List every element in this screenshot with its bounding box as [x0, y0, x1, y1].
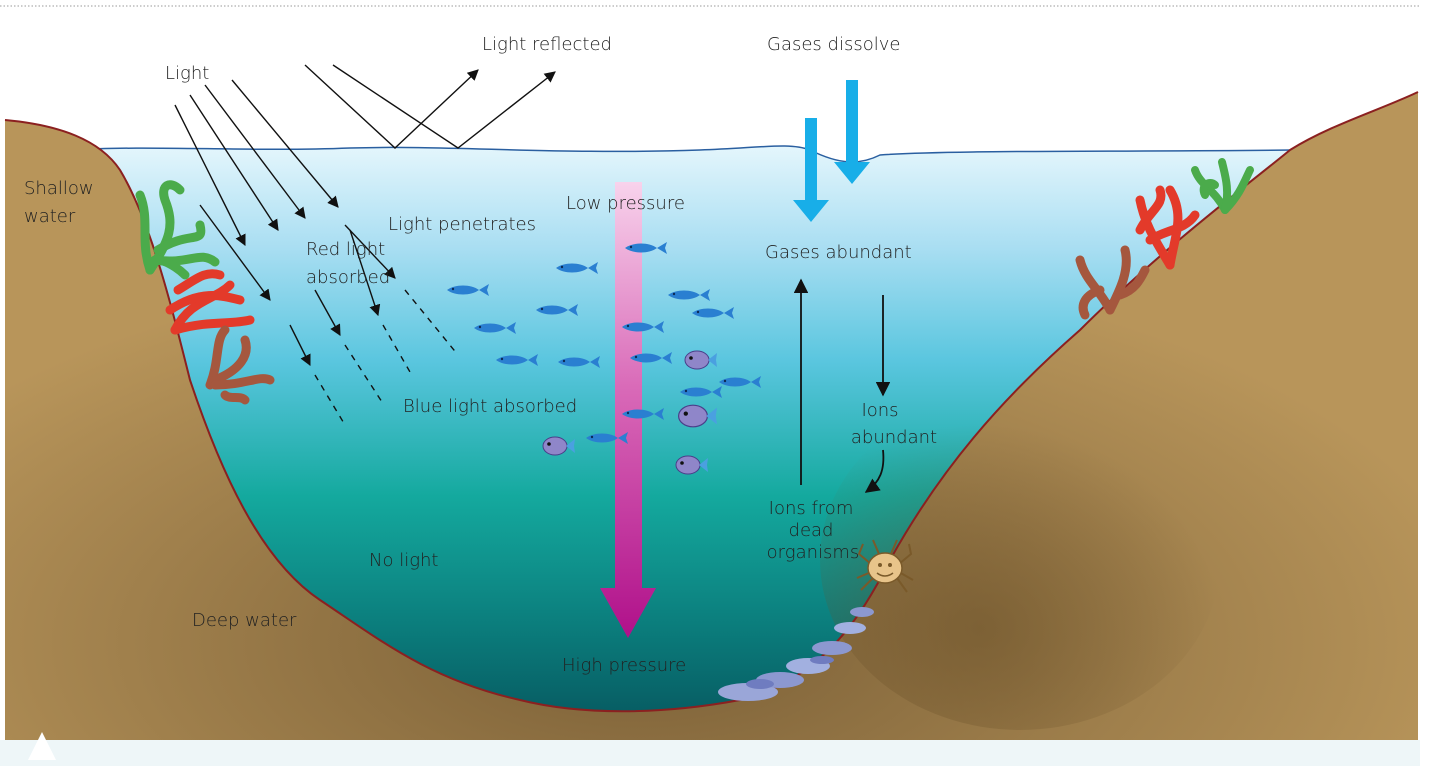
- label-no-light: No light: [369, 550, 438, 571]
- round-fish: [675, 455, 708, 475]
- absorbed-light-dashes: [314, 289, 459, 426]
- pressure-arrow: [600, 182, 656, 638]
- fish: [668, 289, 710, 301]
- label-ions-abundant-line2: abundant: [851, 427, 937, 448]
- fish: [474, 322, 516, 334]
- incoming-light-rays: [174, 79, 396, 367]
- round-fish: [677, 404, 717, 428]
- label-red-light-line1: Red light: [306, 239, 385, 260]
- fish: [496, 354, 538, 366]
- label-ions-dead-line3: organisms: [767, 542, 860, 563]
- fish: [556, 262, 598, 274]
- gas-arrow-right: [834, 80, 870, 184]
- ion-cycle-arrows: [793, 278, 891, 493]
- label-light-reflected: Light reflected: [482, 34, 612, 55]
- fish: [447, 284, 489, 296]
- gas-dissolve-arrows: [793, 80, 870, 222]
- label-ions-abundant-line1: Ions: [861, 400, 898, 421]
- green-weed-right: [1191, 158, 1254, 214]
- brown-weed-left: [205, 325, 275, 405]
- label-high-pressure: High pressure: [562, 655, 686, 676]
- fish: [680, 386, 722, 398]
- fish: [622, 408, 664, 420]
- label-shallow-water-line2: water: [24, 206, 76, 227]
- fish: [692, 307, 734, 319]
- label-red-light-line2: absorbed: [306, 267, 390, 288]
- crab: [856, 539, 914, 593]
- red-weed-left: [165, 269, 255, 335]
- fish-school: [447, 242, 761, 444]
- corner-marker: [28, 732, 56, 760]
- fish: [625, 242, 667, 254]
- fish: [536, 304, 578, 316]
- label-ions-dead-line2: dead: [789, 520, 834, 541]
- fish: [586, 432, 628, 444]
- round-fish: [542, 436, 575, 456]
- label-low-pressure: Low pressure: [566, 193, 685, 214]
- fish: [558, 356, 600, 368]
- label-gases-abundant: Gases abundant: [765, 242, 912, 263]
- green-weed-left: [135, 180, 220, 280]
- brown-weed-right: [1075, 245, 1150, 320]
- label-shallow-water-line1: Shallow: [24, 178, 94, 199]
- bed-shading-right: [820, 390, 1220, 730]
- water-body: [70, 145, 1290, 712]
- label-ions-dead-line1: Ions from: [769, 498, 854, 519]
- fish: [622, 321, 664, 333]
- label-gases-dissolve: Gases dissolve: [767, 34, 900, 55]
- round-fish: [684, 350, 717, 370]
- bottom-band: [0, 740, 1420, 766]
- fish: [630, 352, 672, 364]
- label-deep-water: Deep water: [192, 610, 297, 631]
- label-light: Light: [165, 63, 209, 84]
- label-blue-light-absorbed: Blue light absorbed: [403, 396, 577, 417]
- round-fish-group: [542, 350, 717, 475]
- red-weed-right: [1135, 185, 1200, 270]
- fish: [719, 376, 761, 388]
- water-surface: [71, 145, 1293, 163]
- label-light-penetrates: Light penetrates: [388, 214, 536, 235]
- gas-arrow-left: [793, 118, 829, 222]
- reflected-light-rays: [304, 64, 556, 149]
- dead-organisms-pile: [718, 607, 874, 701]
